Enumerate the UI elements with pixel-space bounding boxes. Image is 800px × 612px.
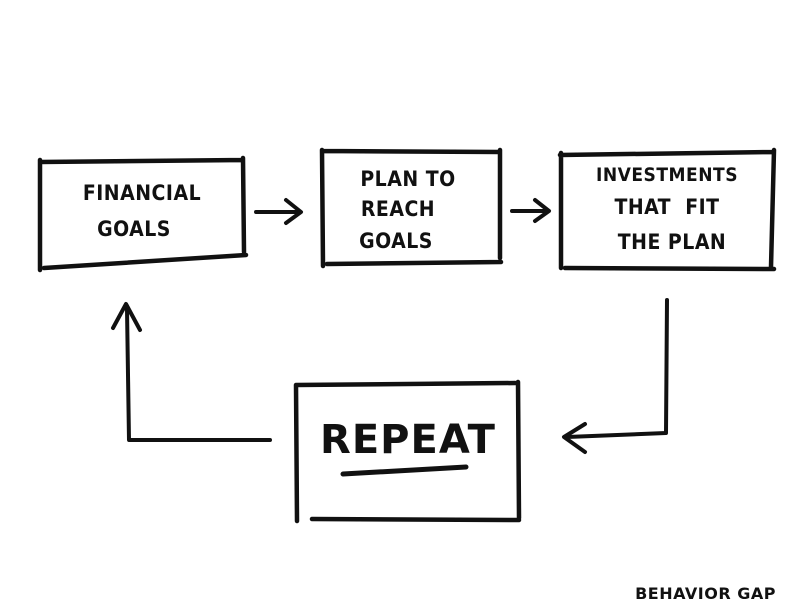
arrow-plan-to-investments bbox=[510, 198, 551, 223]
plan-to-reach-goals-label-line3: GOALS bbox=[359, 229, 433, 253]
repeat-underline bbox=[340, 464, 469, 477]
plan-to-reach-goals-box bbox=[319, 147, 504, 269]
plan-to-reach-goals-node: PLAN TO REACH GOALS bbox=[319, 147, 504, 269]
financial-goals-node: FINANCIAL GOALS bbox=[37, 155, 249, 273]
investments-box bbox=[557, 147, 777, 272]
investments-label-line2: THAT FIT bbox=[614, 195, 719, 219]
repeat-node: REPEAT bbox=[293, 379, 522, 524]
financial-goals-box bbox=[37, 155, 249, 273]
financial-goals-label-line2: GOALS bbox=[97, 217, 171, 241]
plan-to-reach-goals-label-line2: REACH bbox=[361, 197, 435, 221]
arrow-investments-to-repeat bbox=[562, 298, 669, 454]
investments-label-line1: INVESTMENTS bbox=[596, 164, 738, 186]
financial-goals-label-line1: FINANCIAL bbox=[83, 181, 201, 205]
plan-to-reach-goals-label-line1: PLAN TO bbox=[360, 167, 455, 191]
investments-label-line3: THE PLAN bbox=[618, 230, 727, 254]
arrow-goals-to-plan bbox=[254, 198, 303, 225]
repeat-box bbox=[293, 379, 522, 524]
repeat-label: REPEAT bbox=[320, 417, 496, 463]
signature-text: BEHAVIOR GAP bbox=[635, 584, 776, 603]
arrow-repeat-to-goals bbox=[111, 302, 272, 442]
investments-node: INVESTMENTS THAT FIT THE PLAN bbox=[557, 147, 777, 272]
